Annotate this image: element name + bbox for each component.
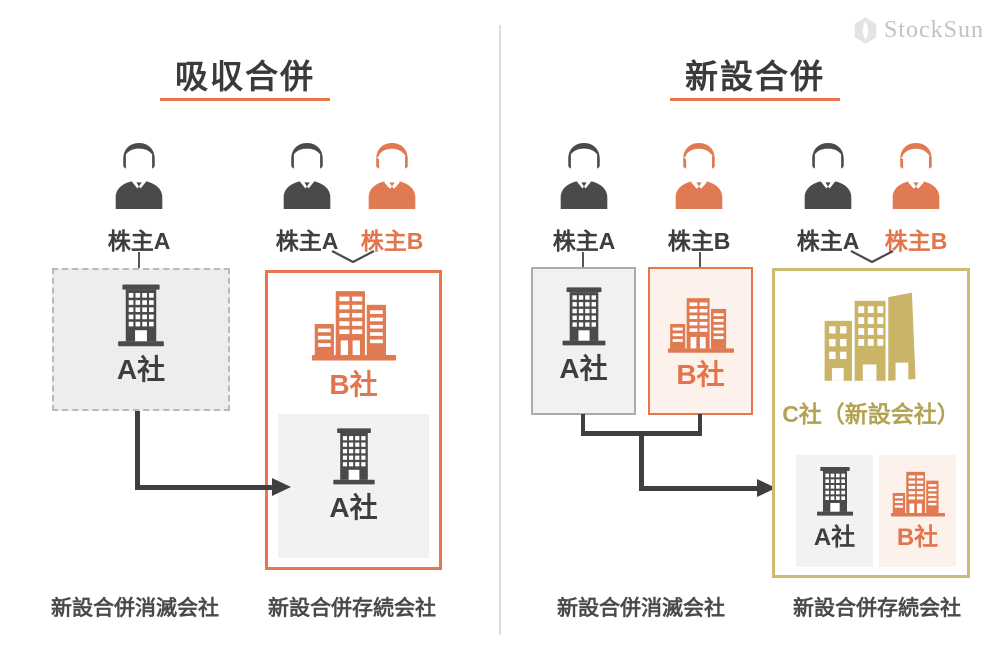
company-b-box: B社 (648, 267, 753, 415)
building-icon (815, 465, 855, 517)
shareholder-b-icon (884, 141, 948, 209)
company-label: A社 (116, 354, 166, 385)
company-label: A社 (329, 492, 378, 523)
building-icon (331, 426, 377, 486)
company-label: A社 (813, 524, 856, 551)
arrow-line (639, 431, 644, 490)
company-label: B社 (676, 359, 725, 390)
dissolving-company-label: 新設合併消滅会社 (51, 597, 219, 620)
arrowhead (272, 478, 291, 496)
surviving-company-label: 新設合併存続会社 (268, 597, 436, 620)
brand-name: StockSun (884, 17, 985, 43)
building-gold-icon (821, 287, 921, 391)
dissolving-company-label: 新設合併消滅会社 (557, 597, 725, 620)
shareholder-label: 株主A (275, 228, 339, 254)
chevron-down-icon (331, 250, 375, 263)
right-panel-title: 新設合併 (685, 58, 825, 95)
company-label: B社 (896, 524, 939, 551)
building-cluster-icon (312, 287, 396, 361)
left-title-underline (160, 98, 330, 101)
shareholder-a-icon (107, 141, 171, 209)
connector-line (582, 252, 584, 267)
shareholder-label: 株主A (107, 228, 171, 254)
building-icon (115, 282, 167, 348)
shareholder-b-icon (667, 141, 731, 209)
shareholder-a-icon (275, 141, 339, 209)
surviving-company-box: B社 A社 (265, 270, 442, 570)
shareholder-label: 株主B (360, 228, 424, 254)
shareholder-label: 株主B (884, 228, 948, 254)
chevron-down-icon (850, 250, 894, 263)
arrow-line (135, 411, 140, 490)
left-panel-title: 吸収合併 (175, 58, 315, 95)
arrow-line (639, 486, 758, 491)
arrow-line (135, 485, 275, 490)
company-a-box: A社 (531, 267, 636, 415)
surviving-company-label: 新設合併存続会社 (793, 597, 961, 620)
inner-company-b-panel: B社 (879, 455, 956, 567)
building-cluster-icon (668, 295, 734, 353)
company-label: A社 (559, 353, 608, 384)
shareholder-label: 株主B (667, 228, 731, 254)
brand-logo: StockSun (853, 16, 984, 45)
shareholder-label: 株主A (796, 228, 860, 254)
stocksun-hexagon-icon (854, 17, 877, 44)
company-label: C社（新設会社） (782, 401, 960, 427)
right-title-underline (670, 98, 840, 101)
arrow-line (698, 414, 702, 433)
new-company-box: C社（新設会社） A社 B社 (772, 268, 970, 578)
arrowhead (757, 479, 776, 497)
shareholder-a-icon (552, 141, 616, 209)
shareholder-label: 株主A (552, 228, 616, 254)
company-a-box: A社 (52, 268, 230, 411)
inner-company-a-panel: A社 (796, 455, 873, 567)
connector-line (138, 252, 140, 268)
absorbed-company-panel: A社 (278, 414, 429, 558)
arrow-line (581, 414, 585, 433)
company-label: B社 (329, 369, 378, 400)
connector-line (699, 252, 701, 267)
building-icon (560, 285, 608, 347)
shareholder-a-icon (796, 141, 860, 209)
shareholder-b-icon (360, 141, 424, 209)
center-divider (499, 25, 501, 635)
building-cluster-icon (891, 469, 945, 517)
